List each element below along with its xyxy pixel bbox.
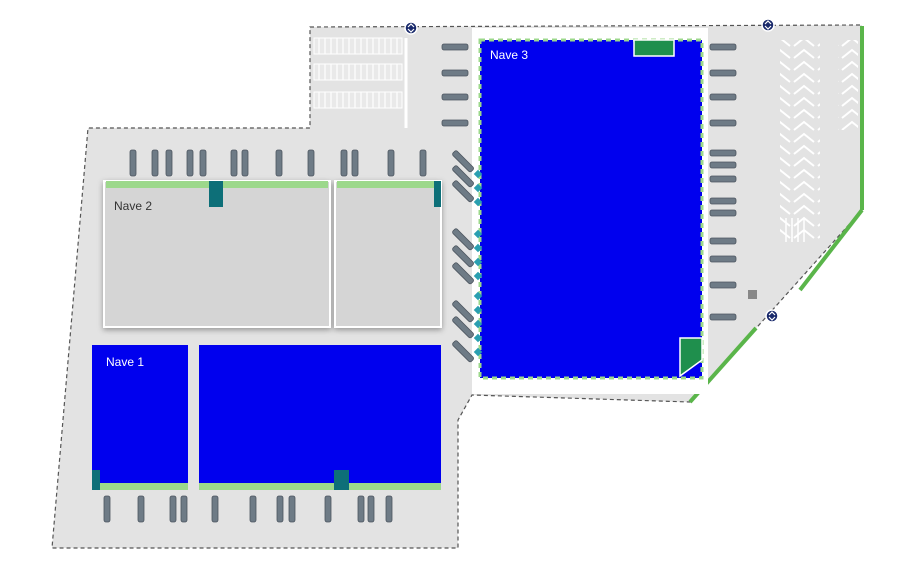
- landscape-strip-southeast: [798, 208, 864, 292]
- truck-icon: [275, 149, 283, 177]
- truck-icon: [199, 149, 207, 177]
- utility-box: [748, 290, 757, 299]
- truck-icon: [241, 149, 249, 177]
- dock-door-icon: [473, 257, 483, 267]
- nave-2-label: Nave 2: [114, 199, 152, 213]
- dock-door-icon: [473, 291, 483, 301]
- dock-door-icon: [473, 169, 483, 179]
- truck-icon: [357, 495, 365, 523]
- dock-door-icon: [473, 347, 483, 357]
- truck-icon: [367, 495, 375, 523]
- truck-icon: [276, 495, 284, 523]
- dock-door-icon: [473, 333, 483, 343]
- truck-icon: [709, 209, 737, 217]
- truck-icon: [419, 149, 427, 177]
- truck-icon: [288, 495, 296, 523]
- truck-icon: [709, 281, 737, 289]
- truck-icon: [452, 340, 474, 363]
- truck-icon: [452, 180, 474, 203]
- access-point-icon[interactable]: [404, 21, 418, 35]
- dock-door-icon: [473, 229, 483, 239]
- truck-icon: [186, 149, 194, 177]
- nave-3-office: [633, 39, 675, 57]
- nave-3-building[interactable]: Nave 3: [472, 28, 708, 394]
- dock-door-icon: [473, 183, 483, 193]
- chevron-parking-area: [780, 40, 858, 242]
- truck-icon: [151, 149, 159, 177]
- truck-icon: [441, 69, 469, 77]
- dock-door-icon: [473, 319, 483, 329]
- truck-icon: [385, 495, 393, 523]
- truck-icon: [249, 495, 257, 523]
- nave-3-corner-office: [679, 337, 703, 378]
- truck-icon: [452, 228, 474, 251]
- nave-3-label: Nave 3: [490, 48, 528, 62]
- truck-icon: [211, 495, 219, 523]
- truck-icon: [709, 161, 737, 169]
- truck-icon: [340, 149, 348, 177]
- truck-icon: [180, 495, 188, 523]
- truck-icon: [230, 149, 238, 177]
- truck-icon: [709, 93, 737, 101]
- truck-icon: [307, 149, 315, 177]
- access-point-icon[interactable]: [765, 309, 779, 323]
- truck-icon: [165, 149, 173, 177]
- dock-door-icon: [473, 305, 483, 315]
- truck-icon: [709, 313, 737, 321]
- truck-icon: [452, 150, 474, 173]
- truck-icon: [441, 43, 469, 51]
- nave-2-dock-door: [209, 181, 223, 207]
- truck-icon: [709, 69, 737, 77]
- nave-2-building[interactable]: [103, 180, 442, 328]
- truck-icon: [351, 149, 359, 177]
- nave-1-dock-door: [92, 470, 100, 490]
- truck-icon: [452, 165, 474, 188]
- access-point-icon[interactable]: [761, 18, 775, 32]
- nave-3-dock-doors: [473, 169, 483, 357]
- nave-1-label: Nave 1: [106, 355, 144, 369]
- dock-door-icon: [473, 197, 483, 207]
- truck-icon: [387, 149, 395, 177]
- truck-icon: [452, 262, 474, 285]
- nave-2-dock-door: [434, 181, 441, 207]
- truck-icon: [103, 495, 111, 523]
- nave-1-dock-door: [334, 470, 349, 490]
- car-parking-area: [313, 37, 408, 128]
- truck-icon: [452, 316, 474, 339]
- truck-icon: [709, 43, 737, 51]
- dock-door-icon: [473, 243, 483, 253]
- nave-1-building[interactable]: Nave 1: [92, 345, 441, 490]
- truck-icon: [169, 495, 177, 523]
- truck-icon: [452, 245, 474, 268]
- truck-icon: [137, 495, 145, 523]
- truck-icon: [709, 255, 737, 263]
- nave-2-dock-strip: [106, 181, 441, 207]
- truck-icon: [709, 149, 737, 157]
- truck-icon: [709, 175, 737, 183]
- truck-icon: [709, 119, 737, 127]
- truck-icon: [709, 237, 737, 245]
- dock-door-icon: [473, 271, 483, 281]
- truck-icon: [324, 495, 332, 523]
- truck-icon: [129, 149, 137, 177]
- truck-icon: [441, 119, 469, 127]
- truck-icon: [709, 197, 737, 205]
- truck-icon: [441, 93, 469, 101]
- truck-icon: [452, 300, 474, 323]
- truck-docking-positions: [103, 43, 737, 523]
